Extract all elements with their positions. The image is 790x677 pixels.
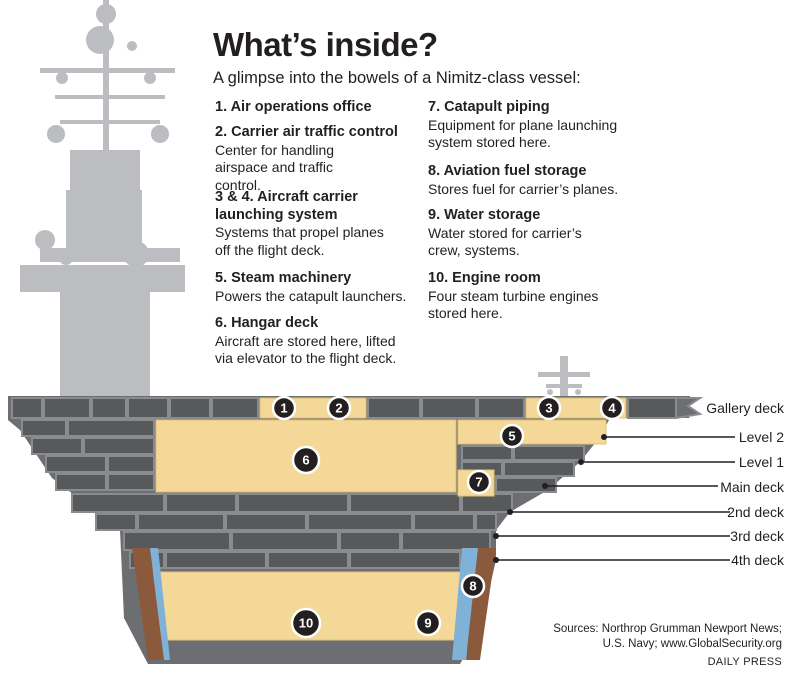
marker-5: 5 xyxy=(499,423,525,449)
deck-label-4th: 4th deck xyxy=(731,552,784,568)
legend-text: Water stored for carrier’s crew, systems… xyxy=(428,224,582,259)
marker-10: 10 xyxy=(290,607,322,639)
legend-text: Aircraft are stored here, lifted via ele… xyxy=(215,332,397,367)
island-superstructure xyxy=(20,0,185,396)
legend-item-8: 8. Aviation fuel storage Stores fuel for… xyxy=(428,163,648,198)
svg-text:4: 4 xyxy=(608,401,616,416)
deck-label-2nd: 2nd deck xyxy=(727,504,784,520)
legend-item-1: 1. Air operations office xyxy=(215,99,435,117)
marker-3: 3 xyxy=(536,395,562,421)
legend-heading: 9. Water storage xyxy=(428,207,541,223)
svg-text:5: 5 xyxy=(508,429,515,444)
legend-item-5: 5. Steam machinery Powers the catapult l… xyxy=(215,270,435,305)
sources-line-2: U.S. Navy; www.GlobalSecurity.org xyxy=(602,638,782,650)
legend-item-2: 2. Carrier air traffic control Center fo… xyxy=(215,124,435,194)
legend-text: Four steam turbine engines stored here. xyxy=(428,287,599,322)
legend-heading: 6. Hangar deck xyxy=(215,315,319,331)
legend-text: Powers the catapult launchers. xyxy=(215,287,407,304)
credit: DAILY PRESS xyxy=(707,656,782,668)
deck-label-3rd: 3rd deck xyxy=(730,528,784,544)
svg-text:8: 8 xyxy=(469,579,476,594)
deck-label-level-1: Level 1 xyxy=(738,454,784,470)
deck-label-main: Main deck xyxy=(720,479,784,495)
marker-9: 9 xyxy=(414,609,442,637)
deck-label-gallery: Gallery deck xyxy=(706,400,784,416)
legend-heading: 10. Engine room xyxy=(428,270,541,286)
legend-text: Stores fuel for carrier’s planes. xyxy=(428,180,619,197)
marker-4: 4 xyxy=(599,395,625,421)
deck-leader-lines xyxy=(496,436,735,561)
legend-heading: 5. Steam machinery xyxy=(215,270,352,286)
page-subtitle: A glimpse into the bowels of a Nimitz-cl… xyxy=(213,69,581,87)
svg-text:10: 10 xyxy=(299,616,313,631)
svg-text:9: 9 xyxy=(424,616,431,631)
legend-item-9: 9. Water storage Water stored for carrie… xyxy=(428,207,648,260)
page-title: What’s inside? xyxy=(213,26,438,63)
legend-text: Equipment for plane launching system sto… xyxy=(428,116,618,151)
legend-heading: 1. Air operations office xyxy=(215,99,372,115)
svg-text:3: 3 xyxy=(545,401,552,416)
svg-text:2: 2 xyxy=(335,401,342,416)
plane-icon xyxy=(538,356,590,396)
sources-line-1: Sources: Northrop Grumman Newport News; xyxy=(553,623,782,635)
highlighted-compartments xyxy=(149,397,627,641)
legend-item-6: 6. Hangar deck Aircraft are stored here,… xyxy=(215,315,435,368)
legend-item-7: 7. Catapult piping Equipment for plane l… xyxy=(428,99,648,152)
bow-tip xyxy=(675,397,704,420)
legend-text: Systems that propel planes off the fligh… xyxy=(215,224,384,258)
svg-text:6: 6 xyxy=(302,453,309,468)
marker-2: 2 xyxy=(326,395,352,421)
marker-8: 8 xyxy=(460,573,486,599)
legend-heading: 3 & 4. Aircraft carrier launching system xyxy=(215,189,358,223)
legend-heading: 7. Catapult piping xyxy=(428,99,550,115)
marker-1: 1 xyxy=(271,395,297,421)
svg-text:7: 7 xyxy=(475,475,482,490)
deck-leader-dots xyxy=(493,434,607,563)
legend-heading: 2. Carrier air traffic control xyxy=(215,124,398,140)
legend-item-10: 10. Engine room Four steam turbine engin… xyxy=(428,270,648,323)
legend-text: Center for handling airspace and traffic… xyxy=(215,141,335,193)
svg-text:1: 1 xyxy=(280,401,287,416)
compartment-grid xyxy=(11,397,677,569)
marker-7: 7 xyxy=(466,469,492,495)
marker-6: 6 xyxy=(291,445,321,475)
deck-label-level-2: Level 2 xyxy=(738,429,784,445)
legend-item-3-4: 3 & 4. Aircraft carrier launching system… xyxy=(215,189,435,259)
sources: Sources: Northrop Grumman Newport News; … xyxy=(553,622,782,652)
legend-heading: 8. Aviation fuel storage xyxy=(428,163,587,179)
